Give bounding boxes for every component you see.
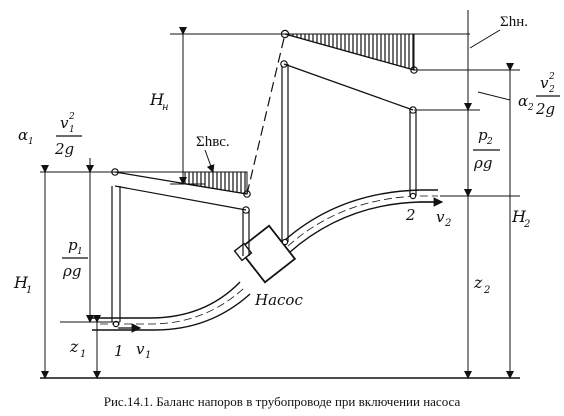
svg-text:z: z [69,337,79,356]
section-1-label: 1 [114,342,124,360]
svg-text:v: v [436,208,445,226]
suction-loss-area [184,171,248,195]
z1-label: z 1 [69,337,86,360]
dimension-lines [41,10,514,379]
svg-text:z: z [473,273,483,292]
pump-head-label: H н [149,90,169,113]
sum-h-discharge-label: Σhн. [500,14,528,30]
svg-text:н: н [162,102,169,113]
suction-loss-leader [204,149,215,173]
pump-label: Насос [254,291,303,309]
svg-text:2: 2 [548,72,555,82]
svg-text:1: 1 [26,285,32,296]
svg-text:1: 1 [145,350,151,361]
pressure-head-1: p 1 ρg [62,236,88,280]
svg-text:α: α [18,126,28,144]
svg-text:v: v [540,74,549,92]
velocity-head-2: α 2 v 2 2 2g [518,72,560,118]
alpha2-leader [477,91,511,101]
svg-text:H: H [13,273,29,292]
svg-text:2: 2 [527,103,534,113]
H1-label: H 1 [13,273,32,296]
svg-text:2g: 2g [54,140,74,158]
energy-lines [114,33,415,211]
z2-label: z 2 [473,273,490,296]
svg-text:ρg: ρg [62,262,81,280]
svg-text:2: 2 [483,285,490,296]
svg-text:v: v [136,340,145,358]
svg-text:2: 2 [486,137,493,147]
section-2-label: 2 [405,206,416,224]
svg-text:1: 1 [77,247,83,257]
svg-text:2: 2 [444,218,451,229]
svg-text:1: 1 [80,349,86,360]
H2-label: H 2 [511,207,530,230]
svg-text:H: H [511,207,527,226]
v2-label: v 2 [436,208,451,229]
svg-text:v: v [60,114,69,132]
v1-label: v 1 [136,340,151,361]
suction-pipe [92,281,251,331]
pump [233,224,297,284]
figure-caption: Рис.14.1. Баланс напоров в трубопроводе … [103,394,461,409]
svg-text:p: p [68,236,78,254]
discharge-loss-leader [469,29,501,49]
piezometer-tubes [111,64,417,322]
tube-points [111,29,418,328]
svg-text:2g: 2g [535,100,555,118]
sum-h-suction-label: Σhвс. [196,134,230,150]
svg-text:1: 1 [28,137,34,147]
pressure-head-2: p 2 ρg [473,126,500,172]
svg-text:1: 1 [69,125,75,135]
svg-text:α: α [518,92,528,110]
svg-text:2: 2 [523,219,530,230]
velocity-head-1: α 1 v 1 2 2g [18,112,82,158]
svg-text:2: 2 [548,85,555,95]
svg-text:p: p [478,126,488,144]
discharge-loss-area [284,33,415,71]
svg-text:H: H [149,90,165,109]
svg-text:2: 2 [68,112,75,122]
svg-text:ρg: ρg [473,154,492,172]
